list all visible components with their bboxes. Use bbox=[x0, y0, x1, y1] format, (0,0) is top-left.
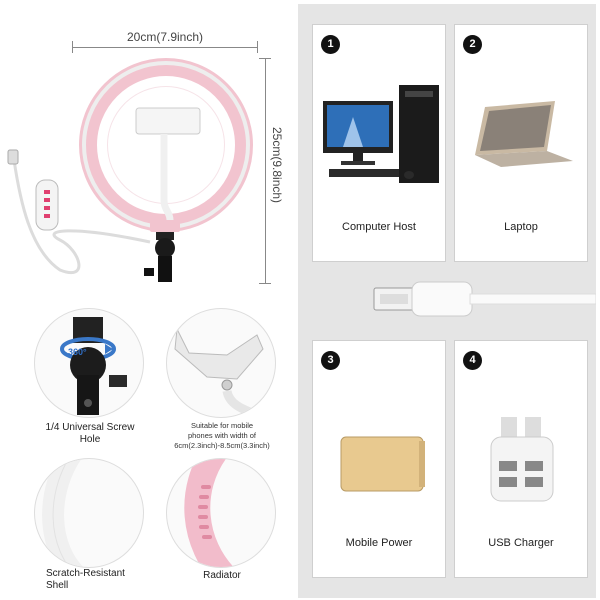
width-dimension: 20cm(7.9inch) bbox=[72, 30, 258, 53]
feature-screw-hole-image: 360° bbox=[34, 308, 144, 418]
ballhead-top bbox=[156, 232, 174, 240]
phone-holder bbox=[135, 107, 201, 135]
card-number-badge: 3 bbox=[321, 351, 340, 370]
ballhead-stem bbox=[158, 256, 172, 282]
ring-shell-icon bbox=[42, 459, 84, 567]
product-panel: 20cm(7.9inch) 25cm(9.8inch) bbox=[0, 0, 298, 600]
ballhead-closeup-icon bbox=[60, 317, 127, 415]
usb-cable-wire bbox=[469, 293, 596, 305]
height-dimension-tick-bottom bbox=[259, 283, 271, 284]
card-label: Computer Host bbox=[342, 221, 416, 233]
ring-diffuser bbox=[79, 58, 253, 232]
width-dimension-line bbox=[72, 47, 258, 48]
inline-controller bbox=[35, 179, 59, 231]
rotation-badge: 360° bbox=[68, 347, 87, 357]
card-number-badge: 4 bbox=[463, 351, 482, 370]
card-label: USB Charger bbox=[488, 537, 554, 549]
usb-connector-slot bbox=[380, 294, 408, 304]
card-number-badge: 1 bbox=[321, 35, 340, 54]
usb-charger-icon bbox=[490, 417, 554, 502]
ring-mount bbox=[150, 222, 180, 232]
card-number-badge: 2 bbox=[463, 35, 482, 54]
feature-radiator-image bbox=[166, 458, 276, 568]
usb-plug-icon bbox=[7, 149, 19, 165]
controller-button-3 bbox=[44, 206, 50, 210]
controller-button-4 bbox=[44, 214, 50, 218]
feature-screw-hole-caption: 1/4 Universal Screw Hole bbox=[45, 422, 135, 445]
width-dimension-tick-right bbox=[257, 41, 258, 53]
ring-light-image bbox=[7, 58, 253, 282]
feature-shell-caption: Scratch-Resistant Shell bbox=[46, 568, 125, 591]
width-dimension-tick-left bbox=[72, 41, 73, 53]
phone-caption-line-3: 6cm(2.3inch)-8.5cm(3.3inch) bbox=[174, 441, 270, 450]
phone-caption-line-1: Suitable for mobile bbox=[190, 421, 254, 430]
height-dimension: 25cm(9.8inch) bbox=[259, 58, 284, 284]
computer-host-icon bbox=[323, 85, 439, 183]
usb-cable bbox=[12, 159, 151, 274]
feature-phone-holder-caption: Suitable for mobile phones with width of… bbox=[166, 421, 278, 451]
card-mobile-power: 3 Mobile Power bbox=[312, 340, 446, 578]
phone-clamp-icon bbox=[174, 327, 264, 417]
height-dimension-tick-top bbox=[259, 58, 271, 59]
card-usb-charger: 4 USB Charger bbox=[454, 340, 588, 578]
card-computer-host: 1 Computer Host bbox=[312, 24, 446, 262]
power-bank-icon bbox=[340, 436, 425, 492]
ballhead-knob bbox=[144, 268, 154, 276]
gooseneck bbox=[160, 134, 174, 221]
controller-button-1 bbox=[44, 190, 50, 194]
width-dimension-label: 20cm(7.9inch) bbox=[126, 30, 204, 44]
laptop-icon bbox=[475, 101, 573, 167]
usb-plug-housing bbox=[411, 281, 473, 317]
controller-button-2 bbox=[44, 198, 50, 202]
usb-cable-graphic bbox=[373, 281, 596, 317]
card-label: Laptop bbox=[504, 221, 538, 233]
phone-caption-line-2: phones with width of bbox=[188, 431, 256, 440]
card-laptop: 2 Laptop bbox=[454, 24, 588, 262]
card-label: Mobile Power bbox=[345, 537, 413, 549]
feature-shell-image bbox=[34, 458, 144, 568]
height-dimension-line bbox=[265, 58, 266, 284]
feature-radiator-caption: Radiator bbox=[203, 570, 241, 581]
feature-phone-holder-image bbox=[166, 308, 276, 418]
power-source-panel: 1 Computer Host 2 Laptop 3 bbox=[298, 4, 596, 598]
radiator-icon bbox=[184, 459, 234, 567]
ballhead bbox=[155, 238, 175, 258]
